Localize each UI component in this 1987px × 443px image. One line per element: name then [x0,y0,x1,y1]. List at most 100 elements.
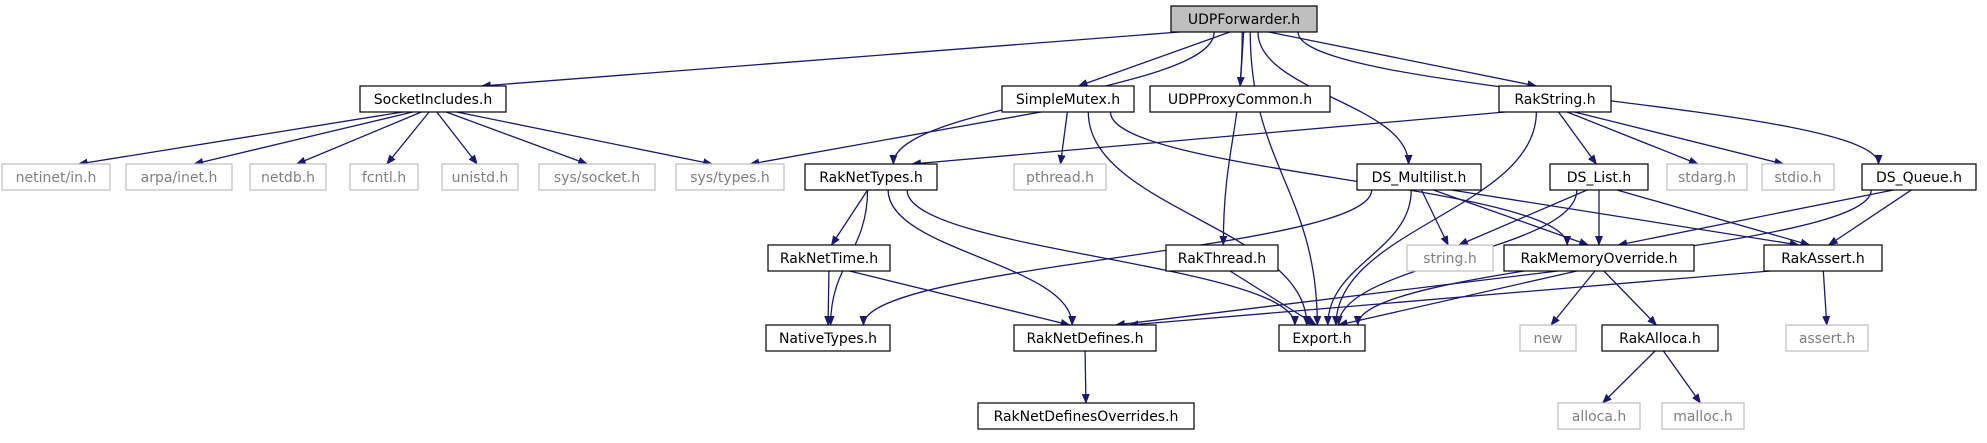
node-label-raknetdefines: RakNetDefines.h [1027,331,1144,347]
node-box-unistd [441,163,519,191]
node-label-netdb: netdb.h [261,170,315,186]
node-label-rakthread: RakThread.h [1178,251,1266,267]
edge-udpforwarder-to-rakstring [1268,31,1538,89]
node-ds_queue[interactable]: DS_Queue.h [1861,163,1977,191]
node-box-new_h [1519,324,1577,352]
node-rakthread[interactable]: RakThread.h [1165,244,1279,272]
edge-rakmemoryoverride-to-rakalloca [1603,270,1658,326]
node-udpproxycommon[interactable]: UDPProxyCommon.h [1149,85,1331,113]
node-netinet_in: netinet/in.h [1,163,111,191]
edge-raknettypes-to-raknettime [830,189,869,246]
node-alloca_h: alloca.h [1557,402,1641,430]
node-box-socketincludes [359,85,507,113]
edge-socketincludes-to-netdb [295,111,422,165]
node-box-raknettime [767,244,891,272]
edge-rakstring-to-export [1331,111,1538,326]
node-box-udpforwarder [1170,5,1318,33]
node-raknettime[interactable]: RakNetTime.h [767,244,891,272]
node-box-string_h [1406,244,1494,272]
edge-rakstring-to-stdio [1574,111,1785,166]
node-rakalloca[interactable]: RakAlloca.h [1601,324,1719,352]
node-export[interactable]: Export.h [1278,324,1366,352]
edge-ds_queue-to-rakmemoryoverride [1617,189,1894,248]
node-raknetdefinesoverrides[interactable]: RakNetDefinesOverrides.h [977,402,1195,430]
edge-ds_multilist-to-rakmemoryoverride [1433,189,1590,246]
node-box-rakassert [1763,244,1883,272]
edge-rakstring-to-raknettypes [911,111,1506,168]
node-rakstring[interactable]: RakString.h [1498,85,1612,113]
node-box-arpa_inet [125,163,233,191]
edge-udpforwarder-to-rakthread [1219,31,1243,246]
node-ds_list[interactable]: DS_List.h [1549,163,1649,191]
node-label-malloc_h: malloc.h [1673,409,1733,425]
node-nativetypes[interactable]: NativeTypes.h [765,324,891,352]
node-netdb: netdb.h [249,163,327,191]
node-label-pthread: pthread.h [1026,170,1094,186]
node-assert_h: assert.h [1785,324,1869,352]
node-box-sys_socket [538,163,656,191]
node-box-rakmemoryoverride [1503,244,1695,272]
node-label-fcntl: fcntl.h [362,170,406,186]
node-label-assert_h: assert.h [1799,331,1855,347]
node-box-raknetdefinesoverrides [977,402,1195,430]
node-label-stdio: stdio.h [1774,170,1821,186]
node-box-netinet_in [1,163,111,191]
node-string_h: string.h [1406,244,1494,272]
node-label-simplemutex: SimpleMutex.h [1016,92,1120,108]
node-box-stdarg [1666,163,1748,191]
node-box-sys_types [675,163,785,191]
node-udpforwarder[interactable]: UDPForwarder.h [1170,5,1318,33]
node-label-netinet_in: netinet/in.h [16,170,97,186]
node-box-rakthread [1165,244,1279,272]
node-simplemutex[interactable]: SimpleMutex.h [1001,85,1135,113]
edge-raknettypes-to-export [906,189,1299,326]
node-label-rakstring: RakString.h [1514,92,1595,108]
node-box-netdb [249,163,327,191]
node-label-raknetdefinesoverrides: RakNetDefinesOverrides.h [994,409,1179,425]
node-stdarg: stdarg.h [1666,163,1748,191]
edge-rakmemoryoverride-to-export [1337,270,1577,327]
node-box-assert_h [1785,324,1869,352]
node-rakmemoryoverride[interactable]: RakMemoryOverride.h [1503,244,1695,272]
node-box-alloca_h [1557,402,1641,430]
node-sys_types: sys/types.h [675,163,785,191]
node-box-stdio [1761,163,1835,191]
node-label-socketincludes: SocketIncludes.h [374,92,492,108]
edge-socketincludes-to-unistd [436,111,478,165]
node-label-rakalloca: RakAlloca.h [1619,331,1701,347]
edge-rakthread-to-export [1229,270,1317,326]
edge-socketincludes-to-fcntl [386,111,430,165]
node-box-pthread [1013,163,1107,191]
edge-udpforwarder-to-export [1249,31,1322,326]
node-sys_socket: sys/socket.h [538,163,656,191]
edge-raknettime-to-raknetdefines [849,270,1071,327]
edge-rakstring-to-stdarg [1566,111,1699,165]
node-box-udpproxycommon [1149,85,1331,113]
node-raknettypes[interactable]: RakNetTypes.h [804,163,938,191]
edge-ds_list-to-string_h [1458,189,1588,246]
edge-ds_multilist-to-rakassert [1451,189,1800,248]
node-rakassert[interactable]: RakAssert.h [1763,244,1883,272]
node-raknetdefines[interactable]: RakNetDefines.h [1013,324,1157,352]
edge-socketincludes-to-sys_socket [445,111,589,165]
node-ds_multilist[interactable]: DS_Multilist.h [1356,163,1482,191]
edge-ds_list-to-rakassert [1616,189,1811,247]
node-label-new_h: new [1534,331,1563,347]
node-label-export: Export.h [1292,331,1351,347]
edge-simplemutex-to-sys_types [749,111,1042,167]
node-label-ds_multilist: DS_Multilist.h [1372,170,1467,186]
node-pthread: pthread.h [1013,163,1107,191]
node-label-udpproxycommon: UDPProxyCommon.h [1168,92,1312,108]
node-new_h: new [1519,324,1577,352]
node-socketincludes[interactable]: SocketIncludes.h [359,85,507,113]
edge-ds_multilist-to-string_h [1420,189,1449,246]
node-box-ds_list [1549,163,1649,191]
node-label-ds_queue: DS_Queue.h [1876,170,1962,186]
node-label-raknettypes: RakNetTypes.h [819,170,922,186]
node-label-sys_types: sys/types.h [690,170,769,186]
edge-udpforwarder-to-socketincludes [480,31,1180,90]
node-box-simplemutex [1001,85,1135,113]
edge-simplemutex-to-rakmemoryoverride [1109,111,1572,246]
node-label-rakmemoryoverride: RakMemoryOverride.h [1521,251,1678,267]
